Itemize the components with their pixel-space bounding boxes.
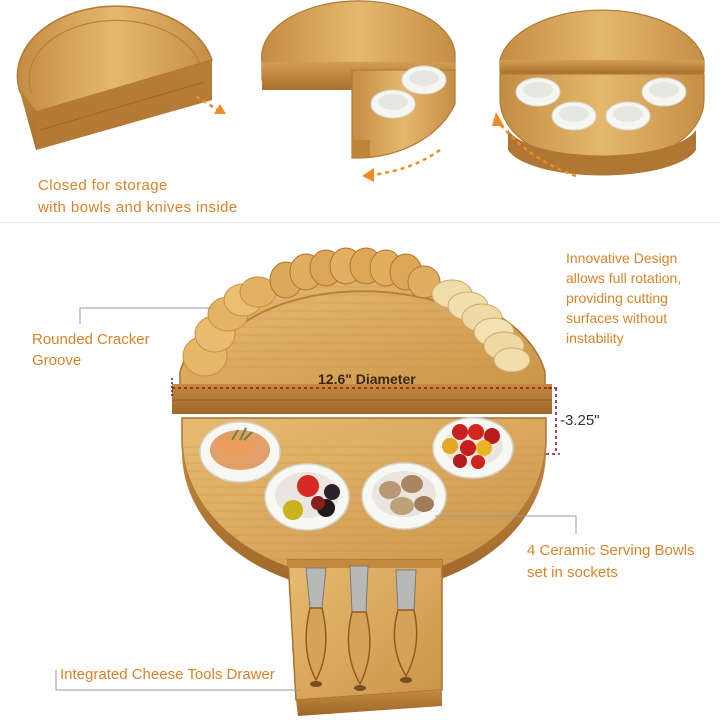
cracker-line1: Rounded Cracker (32, 331, 150, 348)
storage-caption-line2: with bowls and knives inside (38, 199, 238, 216)
top-row-illustrations (16, 0, 705, 182)
height-marker (546, 387, 560, 455)
opening-board-image (261, 0, 456, 159)
ceramic-bowl-olives (264, 463, 350, 531)
closed-board-image (16, 5, 213, 151)
innovative-line1: Innovative Design (566, 250, 678, 266)
cracker-line2: Groove (32, 352, 82, 369)
drawer-leader-line (55, 670, 300, 691)
arrow-icon (499, 123, 577, 178)
cheese-tools-drawer (287, 559, 443, 716)
cracker-groove-callout: Rounded Cracker Groove (32, 329, 150, 371)
cheese-drawer-callout: Integrated Cheese Tools Drawer (60, 666, 275, 683)
open-board-image (499, 9, 705, 176)
bowls-leader-line (435, 515, 577, 534)
ceramic-bowls-callout: 4 Ceramic Serving Bowls set in sockets (527, 540, 695, 584)
round-crackers (182, 276, 277, 377)
section-divider (0, 222, 720, 223)
arrowhead-icon (214, 104, 226, 114)
arrow-icon (195, 94, 219, 112)
bowls-line2: set in sockets (527, 564, 618, 581)
toast-slices (269, 247, 441, 299)
bowls-line1: 4 Ceramic Serving Bowls (527, 542, 695, 559)
arrowhead-icon (362, 168, 374, 182)
height-label: -3.25" (560, 412, 600, 429)
innovative-line2: allows full rotation, (566, 270, 682, 286)
diameter-label: 12.6" Diameter (318, 371, 416, 387)
ceramic-bowl-hummus (199, 421, 281, 483)
arrowhead-icon (492, 112, 504, 126)
wafer-crackers (431, 279, 531, 373)
innovative-line4: surfaces without (566, 310, 668, 326)
storage-caption: Closed for storage with bowls and knives… (38, 175, 238, 219)
arrow-icon (371, 148, 441, 177)
innovative-design-callout: Innovative Design allows full rotation, … (566, 248, 681, 348)
ceramic-bowl-mushrooms (361, 462, 447, 530)
storage-caption-line1: Closed for storage (38, 177, 168, 194)
ceramic-bowl-tomatoes (432, 417, 514, 479)
cracker-leader-line (79, 307, 212, 324)
innovative-line5: instability (566, 330, 624, 346)
innovative-line3: providing cutting (566, 290, 668, 306)
